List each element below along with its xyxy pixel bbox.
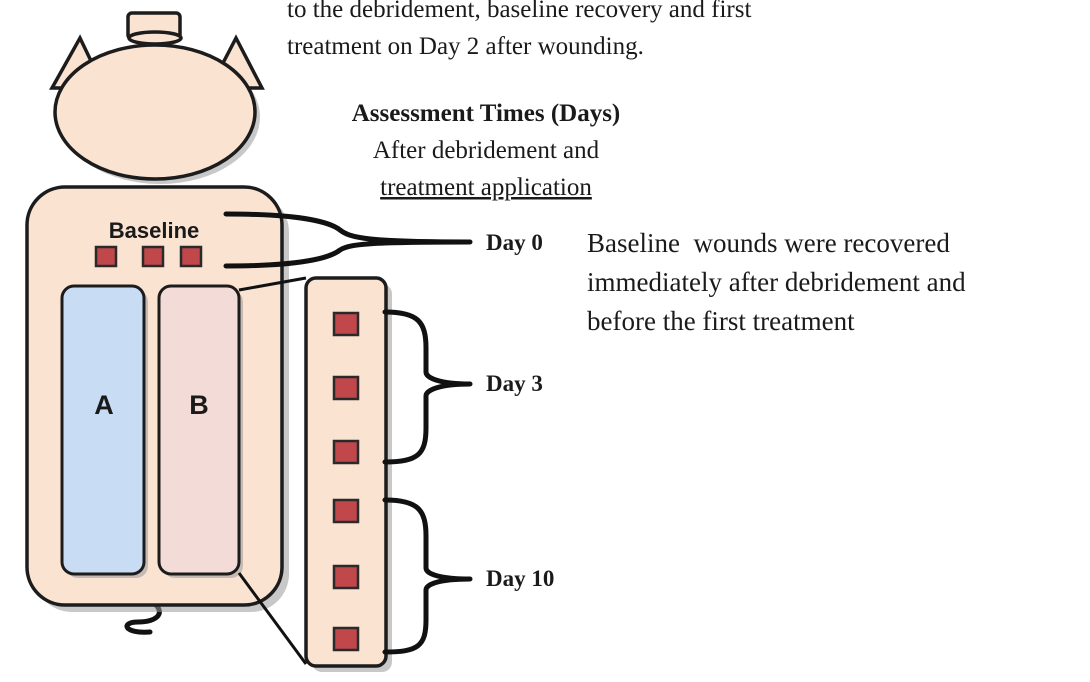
day3-brace [385, 312, 470, 462]
day3-label: Day 3 [486, 371, 543, 396]
day10-wound [334, 566, 358, 588]
baseline-note-line2: immediately after debridement and [587, 267, 966, 297]
assessment-subtitle-line1: After debridement and [373, 137, 600, 164]
day10-wound [334, 628, 358, 650]
baseline-wound [96, 247, 116, 266]
assessment-subtitle-line2: treatment application [380, 174, 592, 201]
intro-text-line1: to the debridement, baseline recovery an… [287, 0, 751, 23]
day10-label: Day 10 [486, 566, 554, 591]
region-a-label: A [94, 390, 114, 420]
intro-text-line2: treatment on Day 2 after wounding. [287, 33, 644, 60]
baseline-label: Baseline [109, 218, 200, 243]
region-b-label: B [189, 390, 209, 420]
baseline-note-line3: before the first treatment [587, 306, 855, 336]
day3-wound [334, 313, 358, 335]
day3-wound [334, 441, 358, 463]
day3-wound [334, 377, 358, 399]
assessment-heading: Assessment Times (Days) [352, 100, 621, 127]
baseline-note-line1: Baseline wounds were recovered [587, 228, 950, 258]
day10-wound [334, 500, 358, 522]
region-b-zoom-strip [306, 278, 392, 672]
baseline-wound [181, 247, 201, 266]
pig-head [55, 45, 255, 179]
day10-brace [385, 500, 470, 652]
pig-illustration: Baseline A B [27, 13, 289, 632]
day0-label: Day 0 [486, 230, 543, 255]
baseline-wound [143, 247, 163, 266]
region-a [62, 286, 144, 574]
pig-snout-top [129, 32, 181, 44]
region-b [159, 286, 239, 574]
